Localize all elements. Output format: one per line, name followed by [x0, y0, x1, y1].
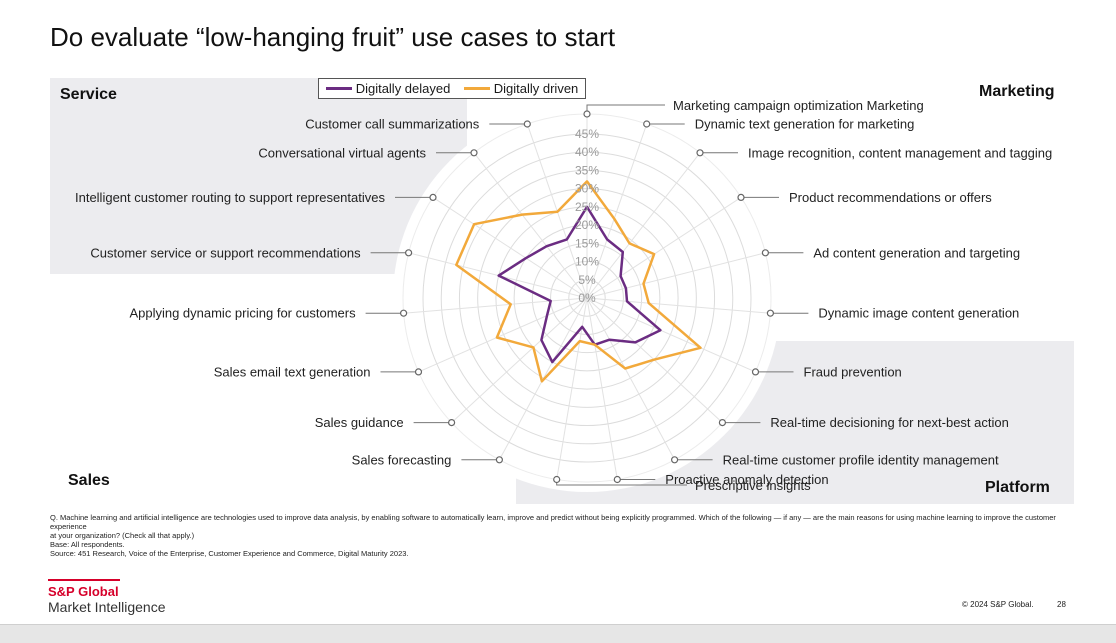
spoke-line — [432, 196, 588, 299]
spoke-marker — [583, 110, 591, 118]
spoke-marker — [400, 309, 408, 317]
spoke-line — [586, 297, 756, 373]
spoke-line — [586, 297, 676, 461]
spoke-marker — [696, 149, 704, 157]
corner-label-service: Service — [60, 86, 117, 103]
spoke-line — [586, 297, 771, 314]
spoke-line — [586, 152, 701, 299]
copyright-text: © 2024 S&P Global. — [962, 600, 1034, 609]
spoke-line — [418, 297, 588, 373]
series-line-delayed — [497, 205, 662, 364]
corner-label-sales: Sales — [68, 472, 110, 489]
legend-swatch-delayed — [325, 87, 352, 90]
footnote: Q. Machine learning and artificial intel… — [50, 513, 1080, 558]
spoke-marker — [523, 120, 531, 128]
spoke-line — [473, 152, 588, 299]
category-label: Dynamic text generation for marketing — [695, 117, 915, 132]
category-label: Conversational virtual agents — [258, 145, 426, 160]
corner-label-platform: Platform — [985, 479, 1050, 496]
tick-label: 35% — [575, 163, 599, 177]
spoke-marker — [470, 149, 478, 157]
logo-bar — [48, 579, 120, 581]
category-label: Image recognition, content management an… — [748, 145, 1052, 160]
spoke-marker — [448, 419, 456, 427]
category-label: Product recommendations or offers — [789, 190, 992, 205]
spoke-line — [586, 297, 618, 480]
page-title: Do evaluate “low-hanging fruit” use case… — [50, 22, 616, 52]
spoke-line — [451, 297, 588, 423]
chart-legend: Digitally delayed Digitally driven — [318, 78, 586, 99]
footnote-source: Source: 451 Research, Voice of the Enter… — [50, 549, 409, 558]
legend-label-delayed: Digitally delayed — [355, 81, 451, 96]
tick-label: 15% — [575, 236, 599, 250]
category-label: Sales email text generation — [214, 364, 371, 379]
category-label: Proactive anomaly detection — [665, 472, 828, 487]
spoke-marker — [405, 249, 413, 257]
spoke-marker — [495, 456, 503, 464]
category-label: Sales guidance — [315, 415, 404, 430]
footnote-base: Base: All respondents. — [50, 540, 125, 549]
spoke-line — [586, 196, 742, 299]
category-label: Real-time decisioning for next-best acti… — [770, 415, 1008, 430]
category-label: Dynamic image content generation — [818, 306, 1019, 321]
series-line-driven — [455, 180, 702, 383]
spoke-marker — [670, 456, 679, 464]
spoke-marker — [761, 249, 770, 257]
category-label: Customer service or support recommendati… — [90, 245, 361, 260]
spoke-marker — [643, 120, 651, 128]
spoke-marker — [766, 309, 775, 317]
category-label: Fraud prevention — [804, 364, 902, 379]
logo-subtitle: Market Intelligence — [48, 599, 166, 615]
category-label: Prescriptive insights — [695, 478, 811, 493]
spoke-line — [403, 297, 588, 314]
corner-label-marketing: Marketing — [979, 83, 1055, 100]
spoke-marker — [414, 368, 423, 376]
legend-label-driven: Digitally driven — [493, 81, 579, 96]
tick-label: 5% — [578, 273, 596, 287]
logo-wordmark: S&P Global — [48, 584, 119, 599]
tick-label: 30% — [575, 182, 599, 196]
legend-item-delayed: Digitally delayed — [325, 81, 451, 96]
legend-swatch-driven — [463, 87, 490, 90]
spoke-marker — [751, 368, 760, 376]
category-label: Sales forecasting — [352, 452, 452, 467]
page-number: 28 — [1057, 600, 1066, 609]
category-label: Customer call summarizations — [305, 117, 480, 132]
sp-global-logo: S&P Global Market Intelligence — [48, 579, 166, 616]
spoke-line — [586, 123, 648, 299]
footnote-question-cont: at your organization? (Check all that ap… — [50, 531, 195, 540]
category-label: Marketing campaign optimization Marketin… — [673, 98, 924, 113]
window-bottom-strip — [0, 624, 1116, 643]
category-label: Real-time customer profile identity mana… — [723, 452, 999, 467]
category-label: Ad content generation and targeting — [813, 245, 1020, 260]
service-panel — [50, 78, 467, 274]
category-label: Intelligent customer routing to support … — [75, 190, 386, 205]
spoke-marker — [429, 193, 437, 201]
spoke-marker — [613, 475, 621, 484]
spoke-marker — [737, 193, 745, 201]
tick-label: 20% — [575, 218, 599, 232]
category-label: Applying dynamic pricing for customers — [129, 306, 356, 321]
tick-label: 45% — [575, 127, 599, 141]
tick-label: 40% — [575, 145, 599, 159]
tick-label: 25% — [575, 200, 599, 214]
spoke-marker — [718, 419, 727, 427]
tick-label: 0% — [578, 291, 596, 305]
tick-label: 10% — [575, 255, 599, 269]
legend-item-driven: Digitally driven — [463, 81, 579, 96]
spoke-line — [586, 252, 766, 299]
footnote-question: Q. Machine learning and artificial intel… — [50, 513, 1056, 531]
spoke-marker — [553, 475, 561, 484]
